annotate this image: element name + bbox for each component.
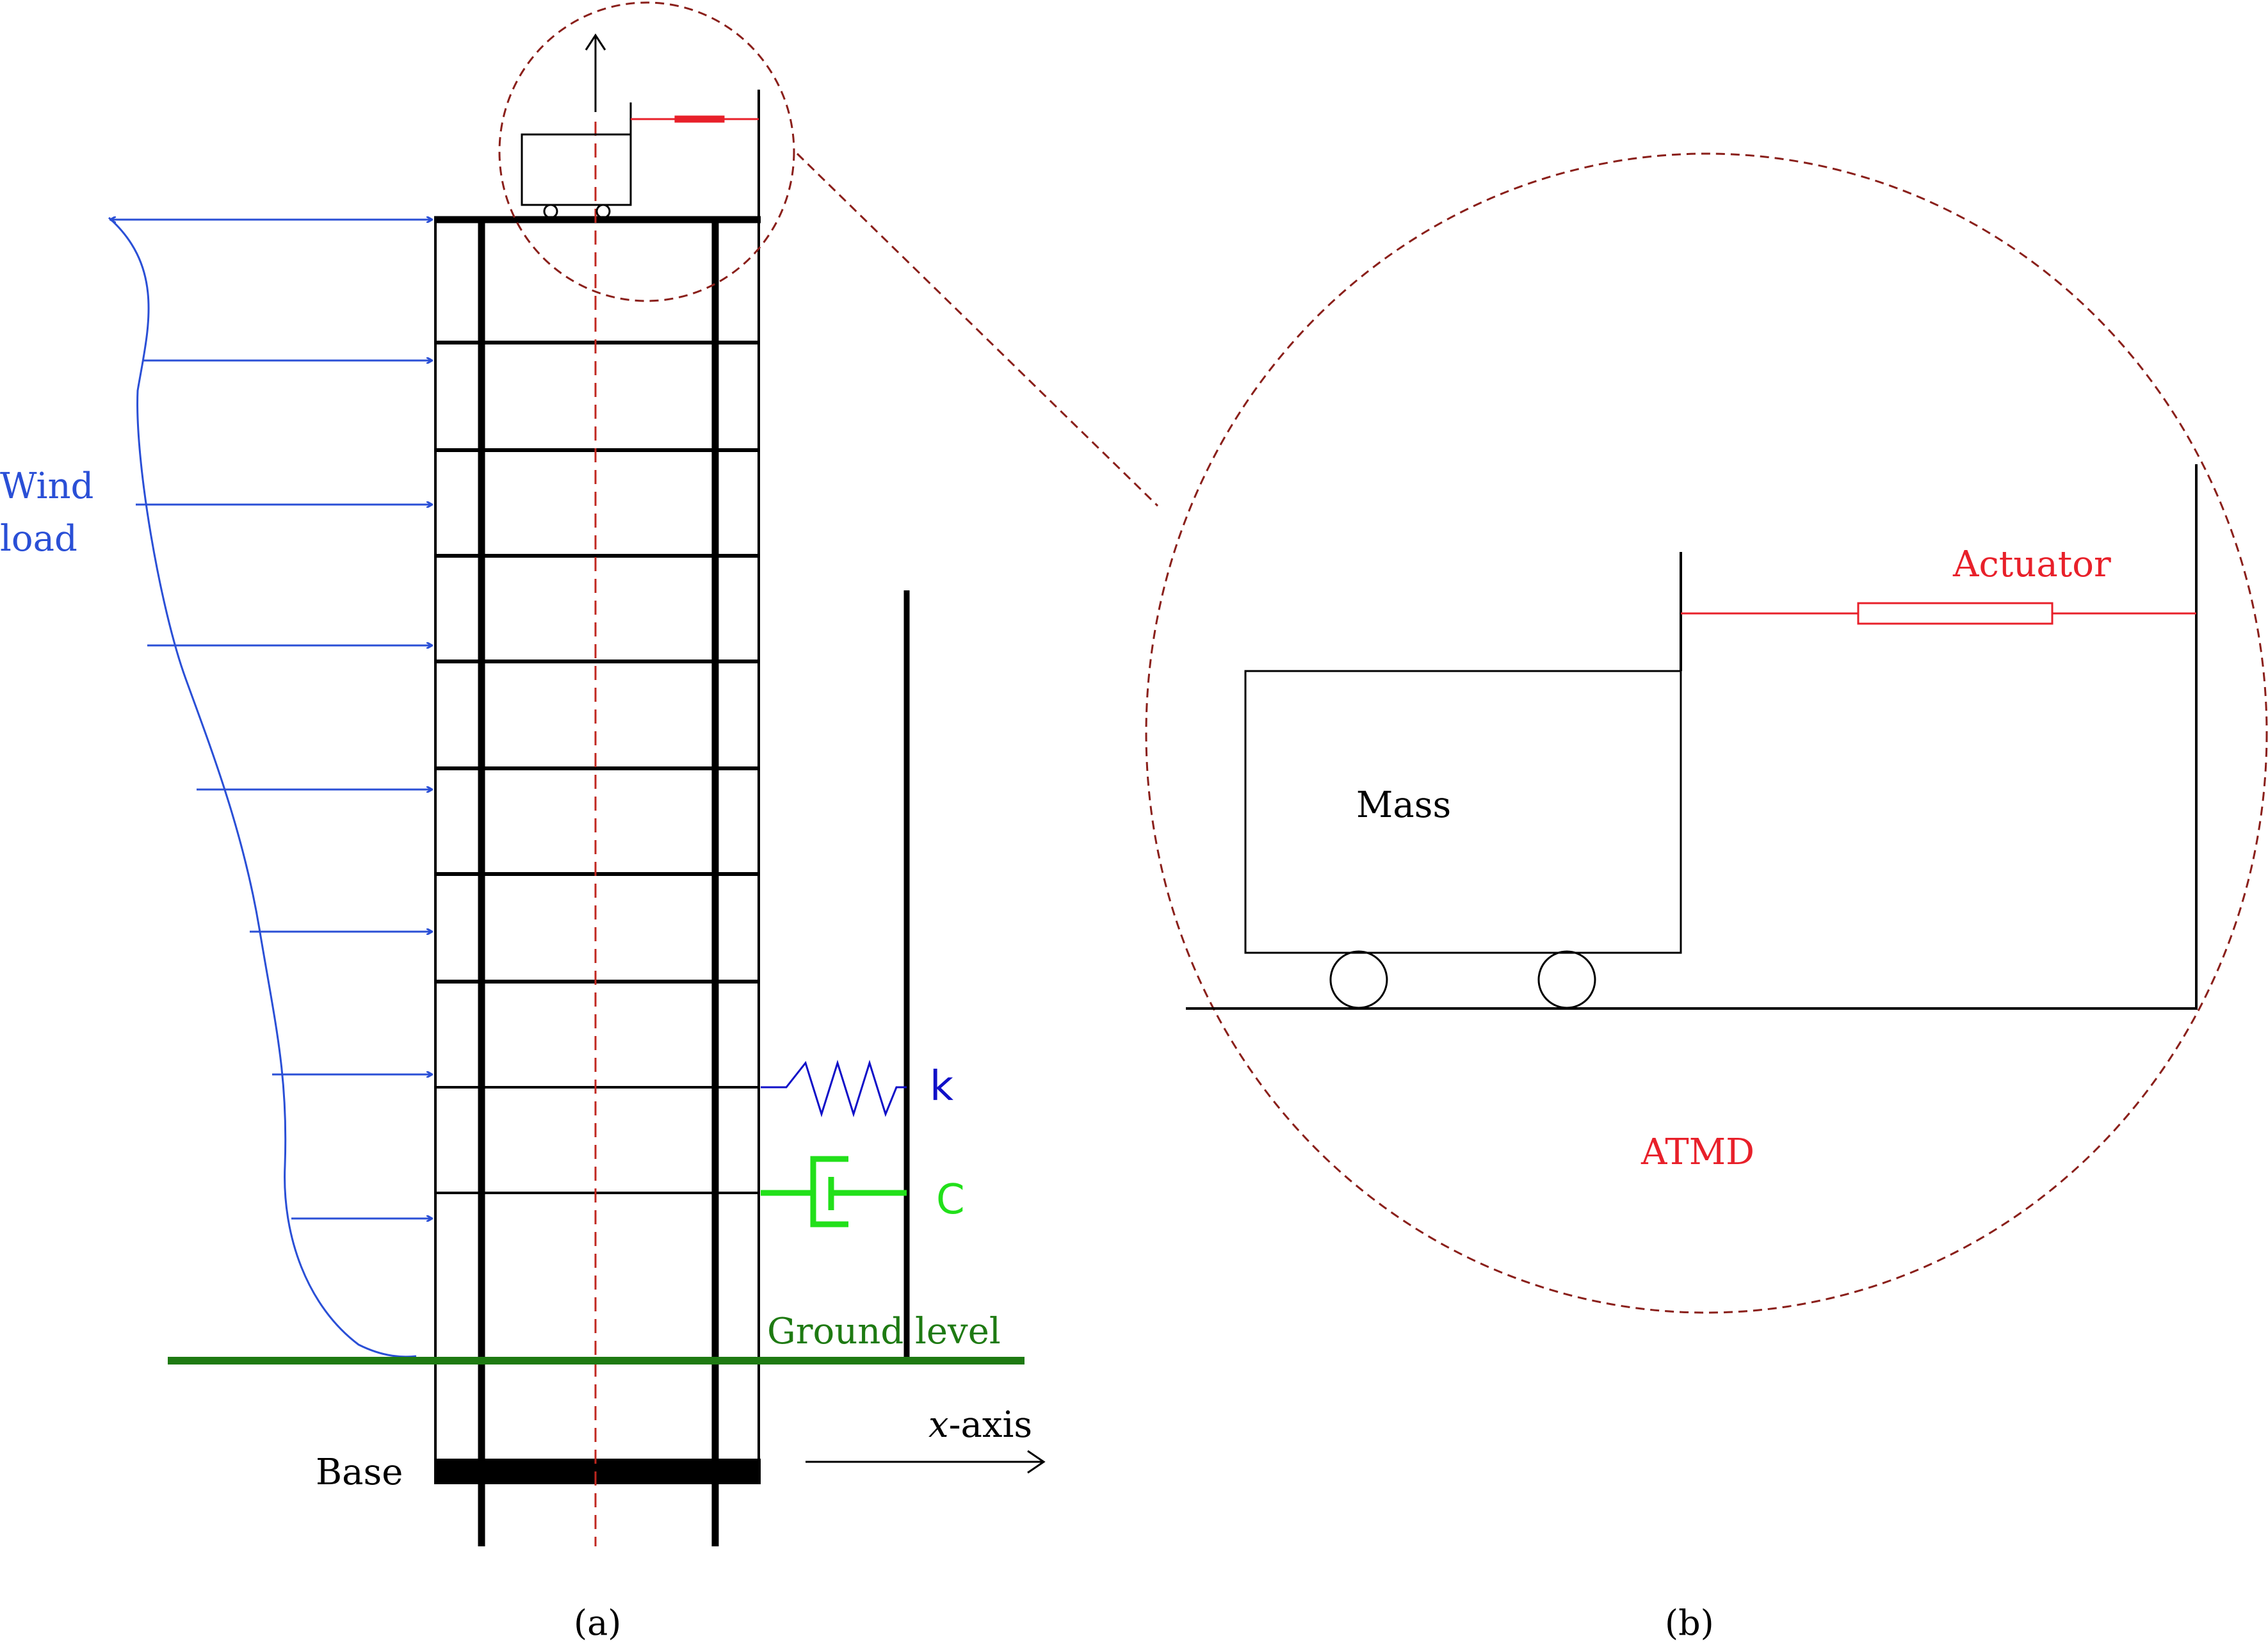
ground-level-label: Ground level [767,1311,1001,1352]
x-axis-label: x-axis [928,1404,1032,1446]
mass-label: Mass [1356,784,1451,826]
panel-b-atmd-detail: Actuator Mass ATMD (b) [1145,152,2268,1643]
damper-label: C [936,1176,965,1224]
x-axis-label-rest: -axis [949,1404,1033,1446]
wind-arrows [110,220,432,1219]
panel-a-building: Wind load k C Ground level Base x-axis (… [0,1,1046,1643]
roof-atmd [521,102,759,219]
mass-block [1244,670,1682,954]
zoom-circle-small [498,1,795,302]
x-axis-label-var: x [928,1404,949,1446]
wheel-left [1329,950,1388,1009]
building-frame [434,90,761,1546]
spring-label: k [930,1063,953,1110]
up-arrow [585,33,606,112]
wheel-right [1537,950,1596,1009]
spring-element [761,1059,907,1118]
atmd-label: ATMD [1640,1131,1754,1173]
zoom-connector [796,152,1159,507]
caption-b: (b) [1665,1603,1714,1643]
zoom-circle-large [1145,152,2268,1314]
actuator-label: Actuator [1952,544,2111,585]
wind-label-line1: Wind [0,466,93,507]
wind-profile-curve [108,216,417,1358]
damper-element [761,1156,907,1227]
actuator-body [1857,602,2053,625]
wind-label-line2: load [0,518,77,560]
base-label: Base [316,1452,403,1493]
caption-a: (a) [574,1603,621,1643]
x-axis-arrow [806,1450,1046,1474]
